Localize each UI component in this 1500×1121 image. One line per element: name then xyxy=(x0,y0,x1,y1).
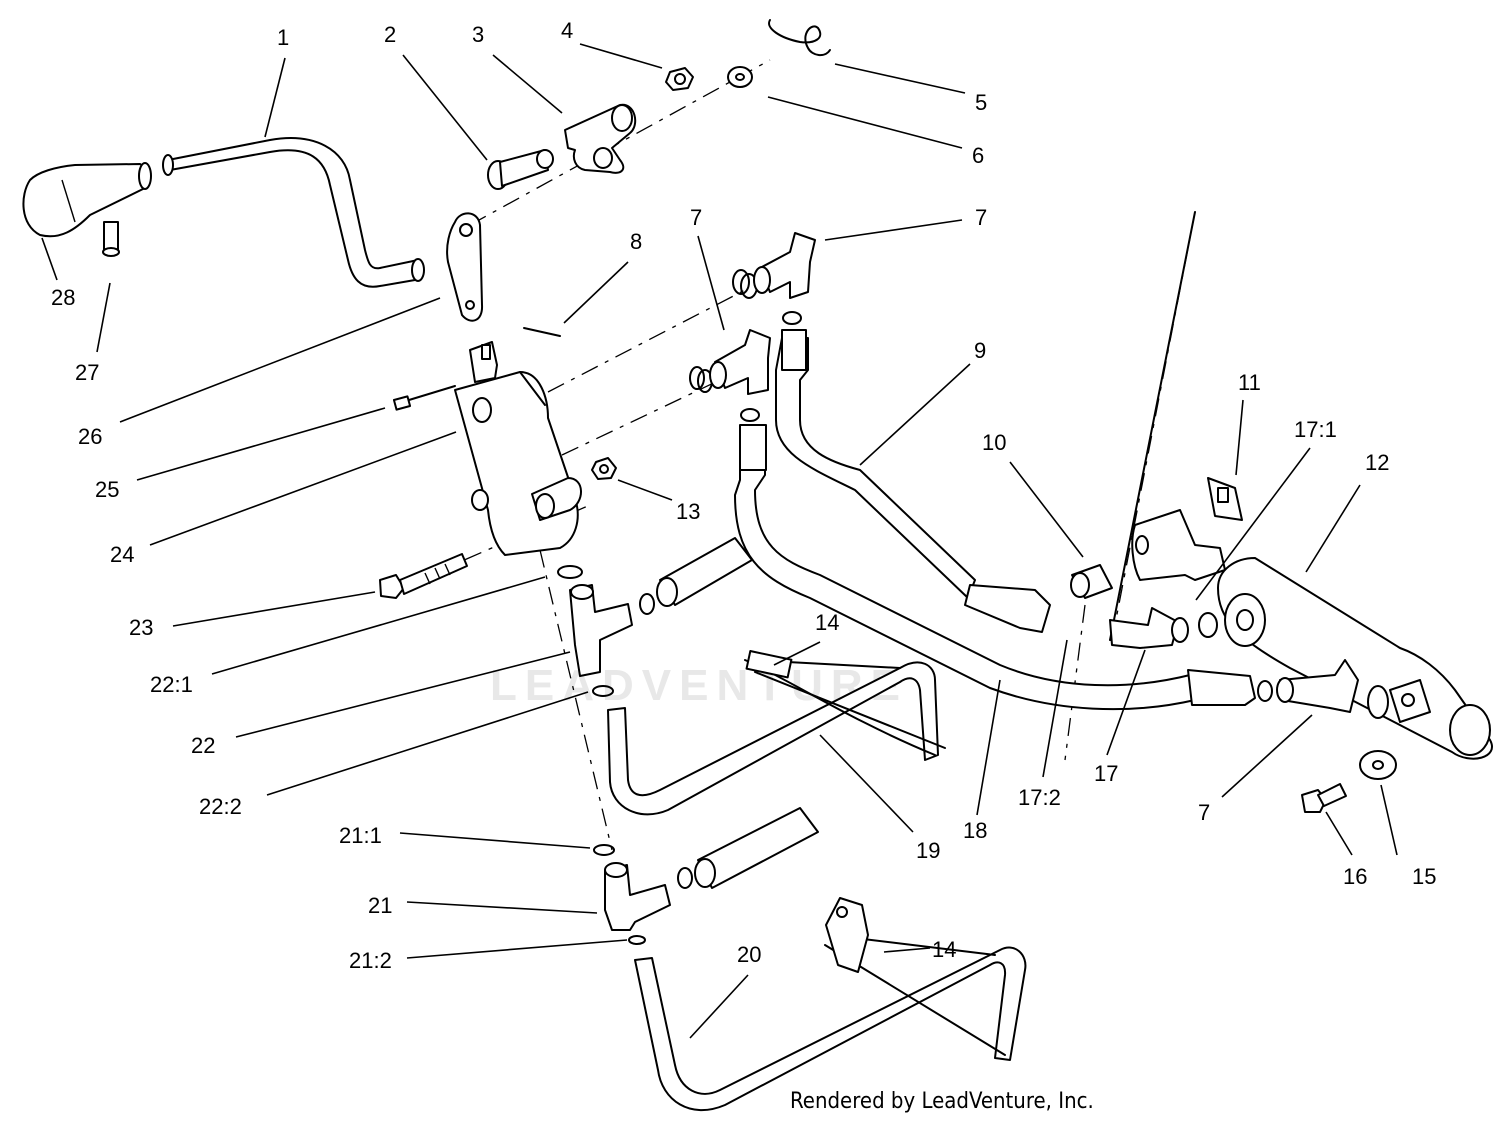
callout-1: 1 xyxy=(277,25,289,50)
callout-4: 4 xyxy=(561,18,573,43)
callout-3: 3 xyxy=(472,22,484,47)
callout-20: 20 xyxy=(737,942,761,967)
callout-2: 2 xyxy=(384,22,396,47)
bolt-23-part xyxy=(379,553,468,599)
nut-4-part xyxy=(665,67,694,91)
callout-27: 27 xyxy=(75,360,99,385)
fitting-22-upper xyxy=(656,537,753,607)
callout-13: 13 xyxy=(676,499,700,524)
handle-knob-part xyxy=(22,162,152,238)
callout-17: 17 xyxy=(1094,761,1118,786)
callout-25: 25 xyxy=(95,477,119,502)
washer-15-part xyxy=(1359,750,1397,780)
callout-16: 16 xyxy=(1343,864,1367,889)
callout-28: 28 xyxy=(51,285,75,310)
clevis-3-part xyxy=(564,103,637,174)
pin-27-part xyxy=(102,221,120,257)
cylinder-12-part xyxy=(1217,557,1493,760)
bolt-16-part xyxy=(1301,783,1347,813)
callout-21-1: 21:1 xyxy=(339,823,382,848)
clevis-bracket xyxy=(1131,509,1226,581)
callout-labels: 1 2 3 4 5 6 7 7 7 8 9 10 11 12 13 14 14 … xyxy=(51,18,1436,973)
leader-lines xyxy=(41,43,1398,1039)
callout-22-2: 22:2 xyxy=(199,794,242,819)
elbow-22-part xyxy=(569,584,633,677)
callout-17-1: 17:1 xyxy=(1294,417,1337,442)
callout-19: 19 xyxy=(916,838,940,863)
callout-5: 5 xyxy=(975,90,987,115)
callout-8: 8 xyxy=(630,229,642,254)
elbow-7b-part xyxy=(689,329,771,395)
callout-17-2: 17:2 xyxy=(1018,785,1061,810)
pin-8-part xyxy=(523,327,561,337)
elbow-7a-part xyxy=(732,232,816,299)
callout-14-lower: 14 xyxy=(932,937,956,962)
callout-12: 12 xyxy=(1365,450,1389,475)
elbow-7c-part xyxy=(1276,659,1359,713)
callout-14-upper: 14 xyxy=(815,610,839,635)
clip-11-part xyxy=(1207,477,1243,521)
callout-6: 6 xyxy=(972,143,984,168)
callout-11: 11 xyxy=(1238,370,1261,395)
callout-18: 18 xyxy=(963,818,987,843)
hairpin-5-part xyxy=(768,19,831,56)
callout-7-upper-left: 7 xyxy=(690,205,702,230)
callout-7-lower: 7 xyxy=(1198,800,1210,825)
nut-13-part xyxy=(591,457,617,480)
callout-26: 26 xyxy=(78,424,102,449)
render-credit: Rendered by LeadVenture, Inc. xyxy=(790,1089,1094,1114)
control-lever-part xyxy=(162,137,425,288)
hose-9-part xyxy=(775,329,1051,633)
elbow-17-part xyxy=(1109,607,1189,649)
hose-18-part xyxy=(734,424,1256,711)
pin-2-part xyxy=(487,149,554,190)
callout-7-upper-right: 7 xyxy=(975,205,987,230)
callout-15: 15 xyxy=(1412,864,1436,889)
callout-23: 23 xyxy=(129,615,153,640)
callout-22: 22 xyxy=(191,733,215,758)
washer-6-part xyxy=(727,66,753,88)
tube-19-part xyxy=(607,650,946,816)
bolt-25-part xyxy=(392,385,456,411)
callout-24: 24 xyxy=(110,542,134,567)
o-rings xyxy=(557,311,1273,945)
callout-21-2: 21:2 xyxy=(349,948,392,973)
callout-22-1: 22:1 xyxy=(150,672,193,697)
callout-21: 21 xyxy=(368,893,392,918)
tube-20-part xyxy=(634,897,1027,1111)
callout-9: 9 xyxy=(974,338,986,363)
bushing-10-part xyxy=(1070,564,1113,599)
elbow-21-part xyxy=(604,862,671,931)
valve-body-24-part xyxy=(454,341,582,556)
link-26-part xyxy=(446,212,484,322)
callout-10: 10 xyxy=(982,430,1006,455)
fitting-21-upper xyxy=(694,807,819,889)
